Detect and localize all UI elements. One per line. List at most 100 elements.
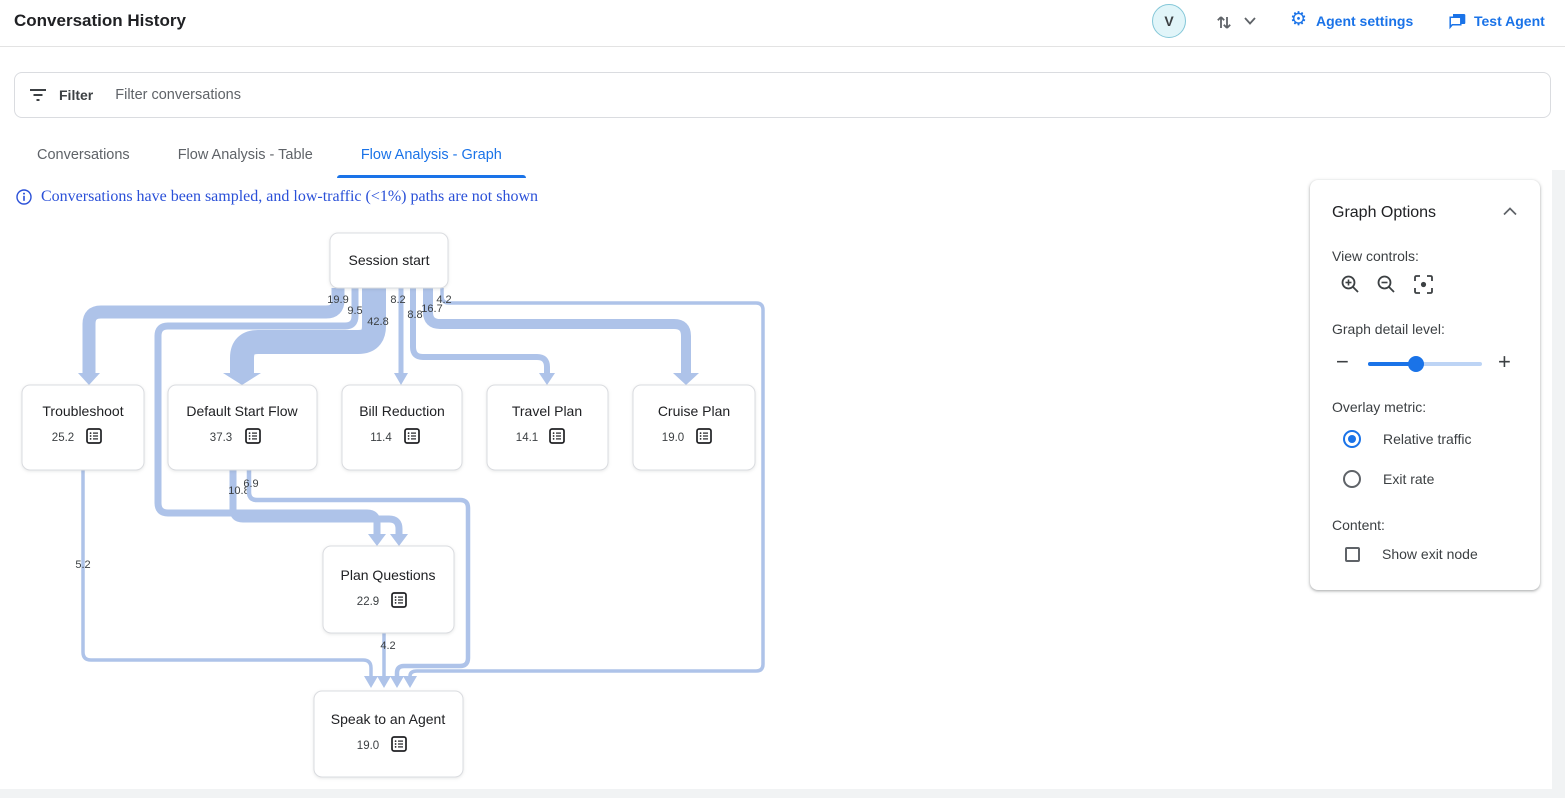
edge-value: 8.8	[407, 309, 422, 321]
arrowhead	[390, 676, 404, 688]
collapse-chevron-icon[interactable]	[1503, 207, 1517, 216]
graph-options-title: Graph Options	[1332, 204, 1437, 221]
flow-graph-canvas[interactable]: 19.9 9.5 42.8 8.2 8.8 16.7 4.2 5.2 4.2 1…	[0, 0, 800, 798]
edge-value: 4.2	[436, 294, 451, 306]
svg-text:Troubleshoot: Troubleshoot	[42, 403, 123, 419]
arrowhead	[377, 676, 391, 688]
edge-value: 9.5	[347, 305, 362, 317]
node-session-start[interactable]: Session start	[329, 232, 449, 289]
sampling-notice-text: Conversations have been sampled, and low…	[41, 188, 539, 205]
center-focus-icon[interactable]	[1413, 274, 1434, 295]
radio-icon[interactable]	[1343, 430, 1361, 448]
edge-session-default-start-flow	[230, 288, 386, 373]
node-plan-questions[interactable]: Plan Questions 22.9	[322, 545, 455, 634]
zoom-out-icon[interactable]	[1376, 274, 1397, 295]
arrowhead	[78, 373, 100, 385]
arrowhead	[394, 373, 408, 385]
node-bill-reduction[interactable]: Bill Reduction 11.4	[341, 384, 463, 471]
svg-text:25.2: 25.2	[52, 432, 74, 444]
detail-decrease-button[interactable]: −	[1336, 349, 1349, 374]
node-speak-to-an-agent[interactable]: Speak to an Agent 19.0	[313, 690, 464, 778]
node-travel-plan[interactable]: Travel Plan 14.1	[486, 384, 609, 471]
conversation-list-icon[interactable]	[391, 592, 407, 608]
horizontal-scrollbar-track[interactable]	[0, 789, 1565, 798]
content-label: Content:	[1332, 517, 1385, 533]
test-agent-button[interactable]: Test Agent	[1474, 13, 1545, 29]
chevron-down-icon[interactable]	[1244, 17, 1256, 25]
radio-icon[interactable]	[1343, 470, 1361, 488]
arrowhead	[539, 373, 555, 385]
zoom-in-icon[interactable]	[1340, 274, 1361, 295]
node-troubleshoot[interactable]: Troubleshoot 25.2	[21, 384, 145, 471]
radio-exit-rate[interactable]: Exit rate	[1343, 470, 1434, 488]
edge-session-travel-plan	[410, 288, 550, 373]
sampling-notice: Conversations have been sampled, and low…	[16, 188, 538, 206]
svg-text:19.0: 19.0	[357, 740, 379, 752]
gear-icon[interactable]: ⚙	[1290, 8, 1308, 30]
edge-value: 19.9	[327, 294, 348, 306]
edge-value: 6.9	[243, 478, 258, 490]
radio-relative-traffic[interactable]: Relative traffic	[1343, 430, 1471, 448]
info-icon	[16, 189, 32, 205]
conversation-list-icon[interactable]	[549, 428, 565, 444]
svg-text:Session start: Session start	[349, 252, 430, 268]
edge-session-cruise-plan	[423, 288, 691, 373]
svg-text:Cruise Plan: Cruise Plan	[658, 403, 730, 419]
svg-text:Plan Questions: Plan Questions	[341, 567, 436, 583]
node-cruise-plan[interactable]: Cruise Plan 19.0	[632, 384, 756, 471]
agent-settings-button[interactable]: Agent settings	[1316, 13, 1414, 29]
filter-input-placeholder[interactable]: Filter conversations	[115, 87, 241, 103]
arrowhead	[390, 534, 408, 546]
filter-icon	[30, 89, 46, 101]
tab-flow-analysis-table[interactable]: Flow Analysis - Table	[177, 147, 313, 163]
arrowhead	[368, 534, 386, 546]
edge-value: 42.8	[367, 316, 388, 328]
conversation-list-icon[interactable]	[245, 428, 261, 444]
detail-increase-button[interactable]: +	[1498, 349, 1511, 374]
sort-icon[interactable]	[1214, 11, 1236, 33]
node-default-start-flow[interactable]: Default Start Flow 37.3	[167, 384, 318, 471]
arrowhead	[364, 676, 378, 688]
svg-text:Travel Plan: Travel Plan	[512, 403, 582, 419]
filter-bar[interactable]: Filter Filter conversations	[14, 72, 1551, 118]
svg-text:19.0: 19.0	[662, 432, 684, 444]
svg-text:Bill Reduction: Bill Reduction	[359, 403, 445, 419]
svg-text:22.9: 22.9	[357, 596, 379, 608]
edge-value: 4.2	[380, 640, 395, 652]
svg-text:Speak to an Agent: Speak to an Agent	[331, 711, 446, 727]
conversation-list-icon[interactable]	[391, 736, 407, 752]
edge-session-troubleshoot	[82, 288, 345, 373]
graph-options-panel: Graph Options View controls: Graph detai…	[1310, 180, 1540, 590]
conversation-list-icon[interactable]	[86, 428, 102, 444]
overlay-metric-label: Overlay metric:	[1332, 399, 1427, 415]
edge-default-start-flow-plan-questions	[229, 470, 403, 534]
show-exit-node-checkbox-row[interactable]: Show exit node	[1345, 546, 1478, 562]
edge-value: 16.7	[421, 303, 442, 315]
slider-thumb[interactable]	[1408, 356, 1424, 372]
conversation-list-icon[interactable]	[404, 428, 420, 444]
edge-value: 8.2	[390, 294, 405, 306]
tab-conversations[interactable]: Conversations	[37, 147, 130, 163]
svg-text:11.4: 11.4	[370, 432, 392, 444]
tab-flow-analysis-graph[interactable]: Flow Analysis - Graph	[336, 132, 526, 178]
checkbox-icon[interactable]	[1345, 546, 1360, 562]
page-title: Conversation History	[14, 11, 186, 30]
edge-session-speak-to-agent	[408, 288, 765, 677]
arrowhead	[403, 676, 417, 688]
tab-bar: Conversations Flow Analysis - Table Flow…	[13, 132, 526, 178]
edge-value: 5.2	[75, 559, 90, 571]
edge-session-plan-questions	[154, 288, 381, 534]
edge-value: 10.8	[228, 485, 249, 497]
vertical-scrollbar-track[interactable]	[1552, 170, 1565, 798]
conversation-list-icon[interactable]	[696, 428, 712, 444]
filter-label: Filter	[59, 87, 94, 103]
slider-fill	[1368, 362, 1414, 366]
avatar[interactable]: V	[1152, 4, 1186, 38]
chat-icon[interactable]	[1448, 12, 1467, 31]
edge-troubleshoot-speak-to-agent	[81, 470, 373, 676]
detail-level-slider[interactable]	[1368, 356, 1482, 372]
arrowhead	[223, 373, 261, 385]
svg-text:37.3: 37.3	[210, 432, 232, 444]
svg-text:Default Start Flow: Default Start Flow	[186, 403, 298, 419]
svg-text:14.1: 14.1	[516, 432, 538, 444]
